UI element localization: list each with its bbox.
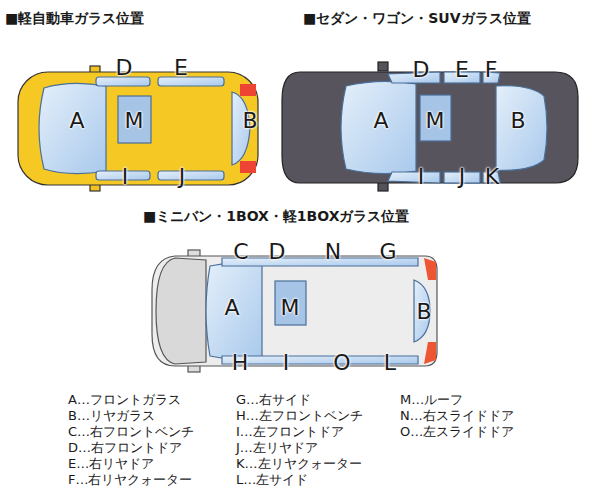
legend-entry: F…右リヤクォーター [68,471,192,489]
callout-letter: D [116,55,133,80]
legend-entry: K…左リヤクォーター [236,455,362,473]
legend-entry: J…左リヤドア [236,439,318,457]
callout-letter: N [325,239,341,264]
callout-letter: E [455,57,469,82]
callout-letter: I [283,350,290,375]
section-heading: ■ミニバン・1BOX・軽1BOXガラス位置 [143,208,409,226]
callout-letter: D [269,239,286,264]
legend-entry: M…ルーフ [400,391,463,409]
callout-letter: G [379,239,396,264]
callout-letter: J [459,164,466,189]
callout-letter: L [384,350,396,375]
sedan-car [282,62,578,191]
section-heading: ■セダン・ワゴン・SUVガラス位置 [303,10,531,28]
callout-letter: M [281,295,300,320]
callout-letter: I [122,164,129,189]
legend-entry: A…フロントガラス [68,391,181,409]
legend-entry: E…右リヤドア [68,455,154,473]
callout-letter: E [174,55,188,80]
callout-letter: O [333,350,350,375]
legend-entry: D…右フロントドア [68,439,182,457]
callout-letter: B [242,108,257,133]
callout-letter: A [373,108,388,133]
callout-letter: J [179,164,186,189]
callout-letter: B [416,299,431,324]
legend-entry: O…左スライドドア [400,423,514,441]
callout-letter: H [232,350,249,375]
callout-letter: C [233,239,248,264]
callout-letter: A [224,295,239,320]
legend-entry: B…リヤガラス [68,407,155,425]
callout-letter: A [69,108,84,133]
callout-letter: M [426,108,445,133]
callout-letter: K [485,164,499,189]
callout-letter: B [510,108,525,133]
legend-entry: G…右サイド [236,391,311,409]
callout-letter: F [485,57,498,82]
legend-entry: I…左フロントドア [236,423,344,441]
legend-entry: N…右スライドドア [400,407,514,425]
callout-letter: M [125,108,144,133]
callout-letter: D [413,57,430,82]
callout-letter: I [418,164,425,189]
kei-car [18,66,258,191]
legend-entry: C…右フロントベンチ [68,423,194,441]
legend-entry: H…左フロントベンチ [236,407,363,425]
legend-entry: L…左サイド [236,471,308,489]
section-heading: ■軽自動車ガラス位置 [5,10,144,28]
